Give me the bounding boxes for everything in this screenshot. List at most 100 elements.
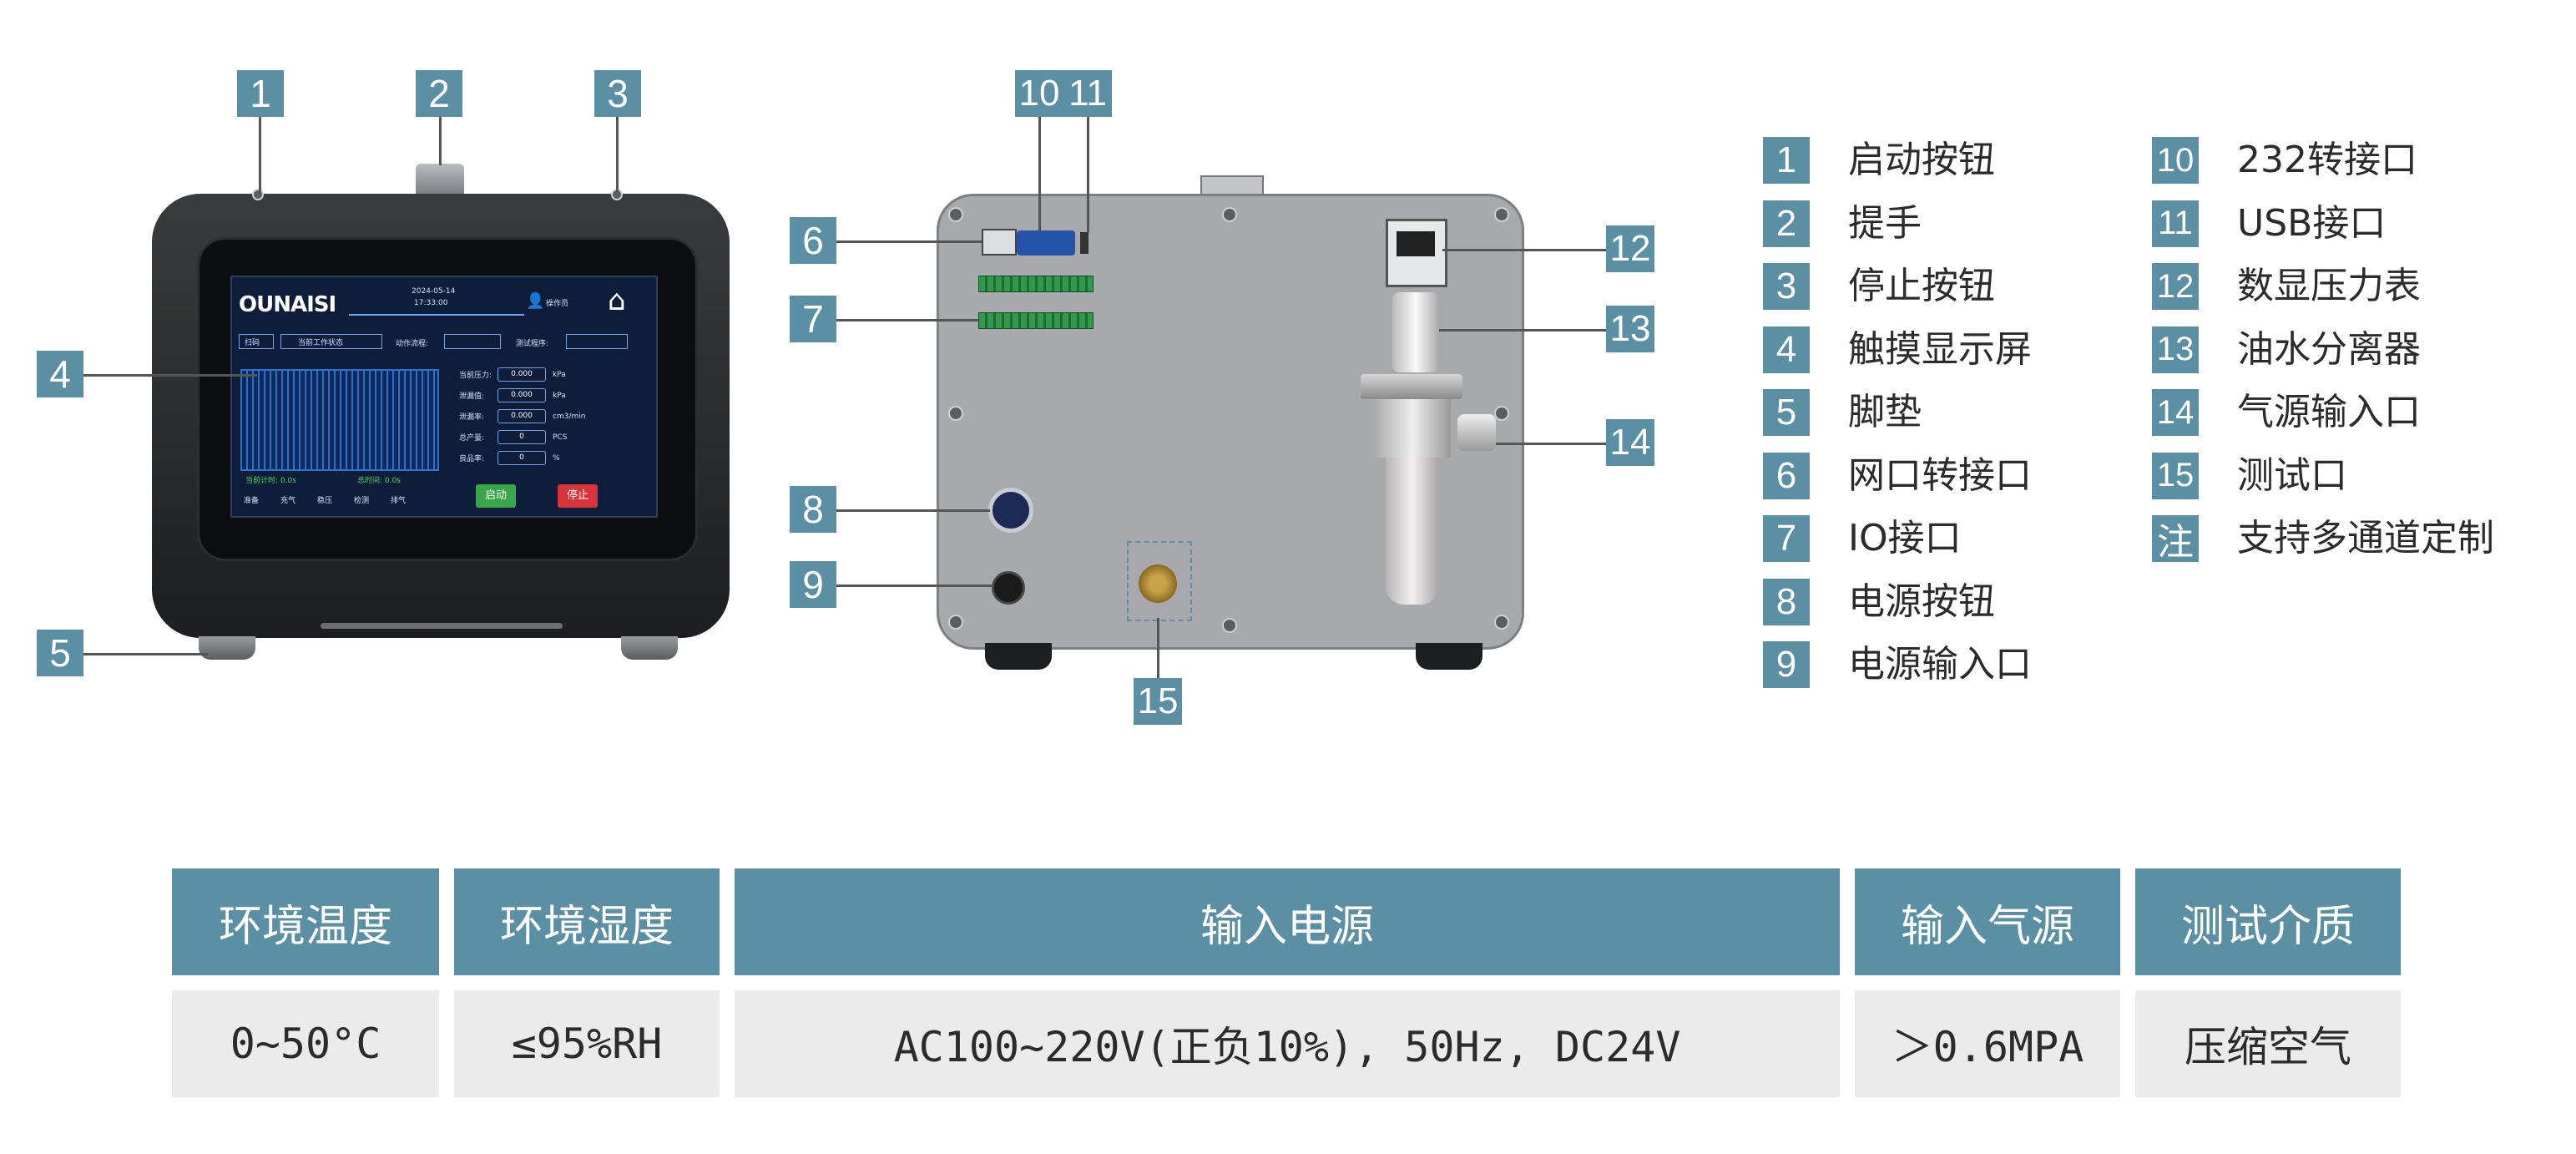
user-icon: 👤 [526, 292, 545, 310]
leader-2 [439, 117, 442, 165]
io-terminal-bottom [978, 312, 1094, 329]
status-field: 当前工作状态 [280, 334, 382, 349]
step-label: 稳压 [317, 497, 333, 505]
legend-text: 提手 [1848, 201, 1922, 245]
param-value: 0.000 [498, 409, 546, 423]
filter-bowl [1386, 458, 1439, 605]
front-slot [321, 623, 563, 629]
leader-5 [83, 653, 209, 655]
param-label: 总产量: [459, 434, 485, 443]
filter-top [1392, 292, 1439, 372]
screw [1494, 207, 1509, 222]
legend-number: 注 [2152, 515, 2199, 563]
legend-text: 触摸显示屏 [1848, 327, 2032, 371]
screw [948, 207, 963, 222]
touch-screen: OUNAISI 2024-05-14 17:33:00 👤 操作员 ⌂ 扫码 当… [230, 276, 658, 518]
param-unit: kPa [553, 392, 566, 400]
gauge-screen [1397, 231, 1435, 256]
leader-8 [836, 509, 990, 512]
callout-13: 13 [1606, 306, 1654, 352]
leader-15 [1157, 618, 1159, 678]
screen-user: 操作员 [546, 300, 569, 308]
pressure-plot [240, 369, 439, 471]
leader-4 [83, 374, 257, 377]
screen-date: 2024-05-14 [412, 287, 456, 296]
callout-14: 14 [1606, 419, 1654, 466]
callout-6: 6 [790, 217, 836, 264]
rear-foot-left [985, 643, 1052, 670]
legend-number: 7 [1763, 515, 1810, 562]
legend-text: 测试口 [2237, 453, 2347, 497]
callout-15: 15 [1134, 678, 1182, 725]
legend-text: 支持多通道定制 [2237, 517, 2494, 559]
callout-10: 10 [1015, 70, 1063, 117]
legend-text: 数显压力表 [2237, 265, 2421, 307]
leader-14 [1496, 443, 1606, 445]
screw [1222, 618, 1237, 633]
rear-foot-right [1416, 643, 1482, 670]
callout-4: 4 [37, 351, 83, 397]
param-unit: cm3/min [553, 413, 586, 421]
screw [948, 406, 963, 421]
screw [948, 615, 963, 630]
param-value: 0 [498, 451, 546, 465]
scan-button[interactable]: 扫码 [239, 334, 274, 349]
start-button-knob [252, 189, 264, 200]
th-humidity: 环境湿度 [454, 868, 720, 975]
progress-track [349, 314, 524, 316]
legend-number: 2 [1763, 200, 1810, 247]
callout-8: 8 [790, 486, 836, 533]
callout-1: 1 [237, 70, 284, 117]
leader-7 [836, 319, 978, 321]
legend-text: IO接口 [1848, 517, 1962, 559]
leader-13 [1439, 329, 1606, 332]
callout-9: 9 [790, 561, 836, 608]
legend-text: 网口转接口 [1848, 453, 2032, 497]
th-power: 输入电源 [735, 868, 1840, 975]
param-unit: PCS [553, 433, 568, 442]
td-humidity: ≤95%RH [454, 990, 720, 1097]
screw [1222, 207, 1237, 222]
screen-logo: OUNAISI [239, 292, 336, 317]
action-field [444, 334, 501, 349]
leader-3 [616, 117, 619, 194]
step-label: 检测 [354, 497, 370, 505]
timer-current: 当前计时: 0.0s [245, 477, 296, 485]
test-port-highlight [1127, 541, 1192, 621]
legend-number: 12 [2152, 263, 2199, 310]
legend-number: 11 [2152, 200, 2199, 247]
legend-number: 4 [1763, 326, 1810, 373]
legend-number: 9 [1763, 641, 1810, 688]
param-label: 泄漏率: [459, 413, 485, 422]
legend-text: 脚垫 [1848, 391, 1922, 433]
screen-stop-button[interactable]: 停止 [558, 484, 598, 508]
screen-start-button[interactable]: 启动 [476, 484, 516, 508]
leader-6 [836, 240, 982, 243]
power-input [992, 571, 1025, 605]
ethernet-port [982, 229, 1017, 256]
step-label: 准备 [244, 497, 260, 505]
foot-right [621, 636, 678, 660]
param-value: 0.000 [498, 388, 546, 402]
timer-total: 总时间: 0.0s [357, 477, 401, 485]
legend-text: 停止按钮 [1848, 265, 1995, 307]
screw [1494, 615, 1509, 630]
param-unit: % [553, 454, 560, 463]
th-temperature: 环境温度 [172, 868, 439, 975]
step-label: 排气 [391, 497, 407, 505]
legend-number: 10 [2152, 137, 2199, 184]
rs232-port [1017, 230, 1075, 256]
leader-10 [1038, 117, 1041, 230]
program-field [566, 334, 628, 349]
th-medium: 测试介质 [2135, 868, 2401, 975]
legend-number: 15 [2152, 452, 2199, 499]
callout-12: 12 [1606, 225, 1654, 272]
air-inlet-fitting [1457, 414, 1496, 451]
callout-7: 7 [790, 296, 836, 342]
leader-11 [1087, 117, 1089, 232]
td-medium: 压缩空气 [2135, 990, 2401, 1097]
td-power: AC100~220V(正负10%), 50Hz, DC24V [735, 990, 1840, 1097]
param-unit: kPa [553, 371, 566, 379]
param-label: 当前压力: [459, 372, 492, 380]
legend-text: 启动按钮 [1848, 139, 1995, 181]
